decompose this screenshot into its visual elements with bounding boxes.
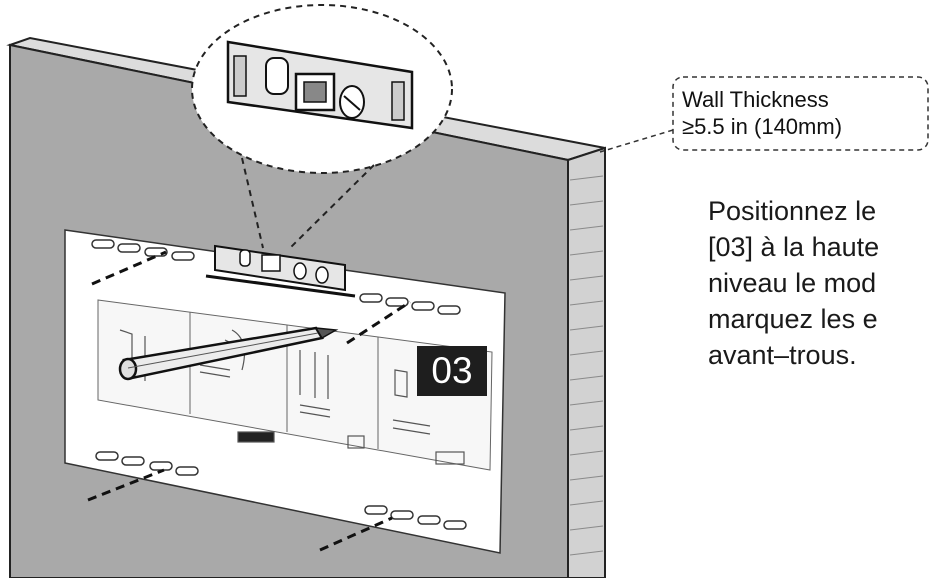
spirit-level-on-template bbox=[205, 244, 356, 298]
wall-thickness-value: ≥5.5 in (140mm) bbox=[682, 114, 843, 139]
callout-leader bbox=[599, 129, 674, 153]
bottom-slot-marks bbox=[95, 451, 467, 530]
instruction-line: avant–trous. bbox=[708, 340, 857, 370]
instruction-text: Positionnez le [03] à la haute niveau le… bbox=[708, 193, 934, 373]
top-slot-marks bbox=[91, 239, 461, 315]
template-step-illustrations bbox=[119, 329, 465, 465]
pencil-icon bbox=[118, 326, 339, 381]
instruction-line: [03] à la haute bbox=[708, 232, 880, 262]
spirit-level-icon bbox=[226, 40, 414, 130]
magnifier-leader-left bbox=[241, 157, 264, 249]
magnifier-leader-right bbox=[289, 164, 375, 249]
brick-texture bbox=[569, 175, 604, 556]
instruction-line: niveau le mod bbox=[708, 268, 877, 298]
instruction-line: marquez les e bbox=[708, 304, 878, 334]
template-step-badge: 03 bbox=[417, 346, 487, 396]
wall-thickness-label: Wall Thickness ≥5.5 in (140mm) bbox=[682, 86, 842, 140]
wall-thickness-callout-box bbox=[672, 76, 929, 151]
instruction-line: Positionnez le bbox=[708, 196, 877, 226]
drill-hole-marks bbox=[87, 250, 411, 552]
wall-thickness-title: Wall Thickness bbox=[682, 87, 829, 112]
wall-brick-edge bbox=[567, 146, 606, 578]
